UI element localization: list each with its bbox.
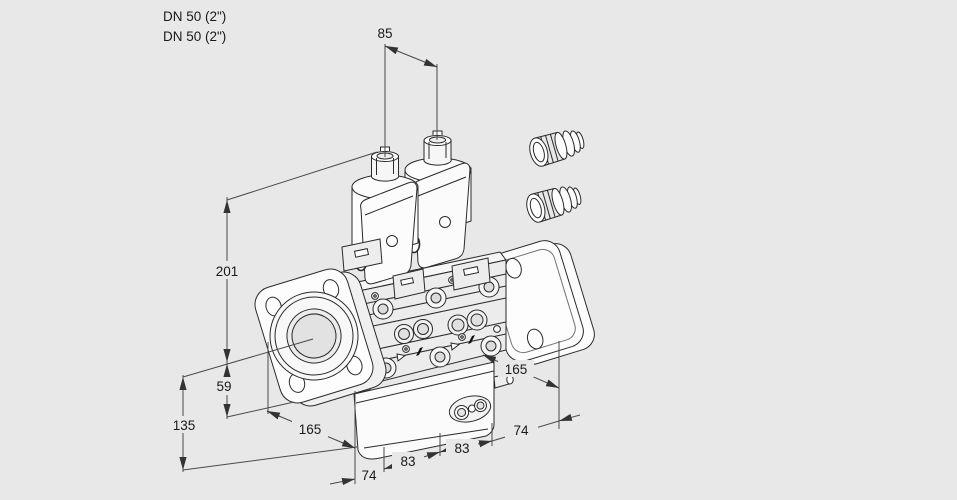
solenoid-right [404, 130, 491, 291]
dimension-text-backgrounds [165, 262, 538, 469]
dim-201: 201 [216, 264, 239, 279]
left-flange [254, 268, 387, 407]
dim-165-left: 165 [299, 422, 322, 437]
bottom-module [353, 361, 514, 460]
right-flange [482, 240, 595, 365]
cable-gland-1 [529, 130, 585, 167]
dim-135: 135 [173, 418, 196, 433]
solenoid-left [341, 146, 426, 300]
dim-165-right: 165 [505, 362, 528, 377]
dim-74-left: 74 [361, 468, 377, 483]
dim-85: 85 [377, 26, 392, 41]
dim-59: 59 [216, 379, 231, 394]
dim-83-left: 83 [400, 454, 415, 469]
dim-83-right: 83 [454, 441, 469, 456]
dim-74-right: 74 [513, 423, 529, 438]
cable-gland-2 [526, 186, 582, 223]
dn-label-top: DN 50 (2") [163, 9, 226, 24]
dn-label-bottom: DN 50 (2") [163, 29, 226, 44]
